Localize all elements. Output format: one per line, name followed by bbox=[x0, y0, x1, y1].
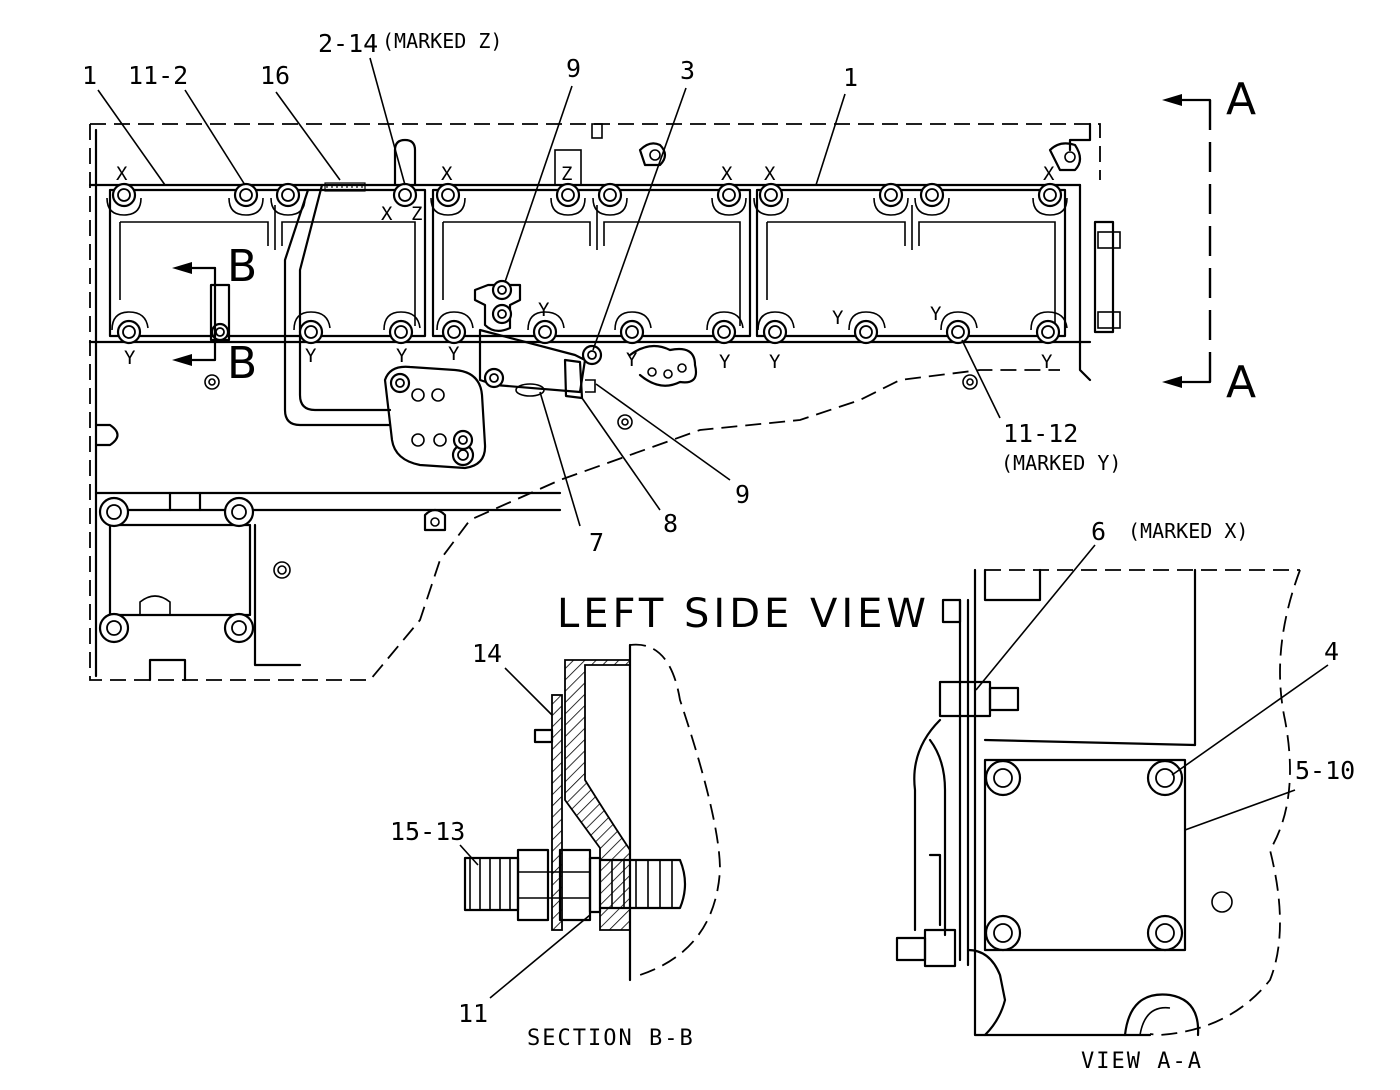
callout-15-13: 15-13 bbox=[390, 817, 465, 846]
callout-6-note: (MARKED X) bbox=[1128, 519, 1248, 543]
svg-text:Y: Y bbox=[1041, 351, 1053, 373]
aa-cover-plate bbox=[983, 758, 1187, 952]
callout-7: 7 bbox=[589, 528, 604, 557]
view-aa bbox=[895, 544, 1329, 1037]
svg-text:Y: Y bbox=[538, 299, 550, 321]
callout-6: 6 bbox=[1091, 517, 1106, 546]
callout-9-bottom: 9 bbox=[735, 480, 750, 509]
svg-text:Z: Z bbox=[411, 203, 422, 225]
svg-text:Y: Y bbox=[448, 343, 460, 365]
svg-text:Y: Y bbox=[930, 303, 942, 325]
svg-text:Y: Y bbox=[832, 307, 844, 329]
callout-14: 14 bbox=[472, 639, 502, 668]
section-marker-b-top: B bbox=[227, 241, 257, 292]
svg-text:X: X bbox=[764, 163, 776, 185]
section-bb bbox=[459, 643, 721, 999]
svg-text:Y: Y bbox=[396, 345, 408, 367]
svg-text:Z: Z bbox=[561, 163, 572, 185]
callout-3: 3 bbox=[680, 56, 695, 85]
svg-text:X: X bbox=[721, 163, 733, 185]
mounting-plate bbox=[383, 365, 487, 470]
linkage-assembly bbox=[473, 279, 603, 400]
section-marker-a-top: A bbox=[1226, 74, 1256, 125]
cover-plate-1 bbox=[108, 188, 427, 338]
svg-text:Y: Y bbox=[124, 347, 136, 369]
bottom-bolts bbox=[116, 319, 1061, 345]
view-title-left-side: LEFT SIDE VIEW bbox=[557, 591, 930, 637]
callout-1-right: 1 bbox=[843, 63, 858, 92]
svg-text:Y: Y bbox=[719, 351, 731, 373]
svg-text:X: X bbox=[441, 163, 453, 185]
callout-8: 8 bbox=[663, 509, 678, 538]
callout-9-top: 9 bbox=[566, 54, 581, 83]
section-marker-a-bottom: A bbox=[1226, 357, 1256, 408]
view-title-section-bb: SECTION B-B bbox=[527, 1026, 695, 1051]
svg-text:X: X bbox=[116, 163, 128, 185]
callout-11-2: 11-2 bbox=[128, 61, 188, 90]
svg-text:Y: Y bbox=[305, 345, 317, 367]
left-side-view bbox=[88, 57, 1212, 682]
leader-lines bbox=[97, 57, 1001, 527]
callout-5-10: 5-10 bbox=[1295, 756, 1355, 785]
svg-text:X: X bbox=[1043, 163, 1055, 185]
callout-2-14-note: (MARKED Z) bbox=[382, 29, 502, 53]
top-bolts bbox=[111, 182, 1063, 208]
callout-11: 11 bbox=[458, 999, 488, 1028]
callout-11-12-note: (MARKED Y) bbox=[1001, 451, 1121, 475]
callout-4: 4 bbox=[1324, 637, 1339, 666]
cover-plate-3 bbox=[755, 188, 1067, 338]
cover-plate-2 bbox=[431, 188, 752, 338]
callout-11-12: 11-12 bbox=[1003, 419, 1078, 448]
section-marker-b-bottom: B bbox=[227, 338, 257, 389]
svg-text:Y: Y bbox=[626, 349, 638, 371]
callout-1-left: 1 bbox=[82, 61, 97, 90]
svg-text:X: X bbox=[381, 203, 393, 225]
view-title-view-aa: VIEW A-A bbox=[1081, 1049, 1203, 1074]
svg-text:Y: Y bbox=[769, 351, 781, 373]
block-outline bbox=[89, 123, 1101, 681]
callout-2-14: 2-14 bbox=[318, 29, 378, 58]
labels: 1 11-2 16 2-14 (MARKED Z) 9 3 1 11-12 (M… bbox=[82, 29, 1355, 1074]
callout-16: 16 bbox=[260, 61, 290, 90]
